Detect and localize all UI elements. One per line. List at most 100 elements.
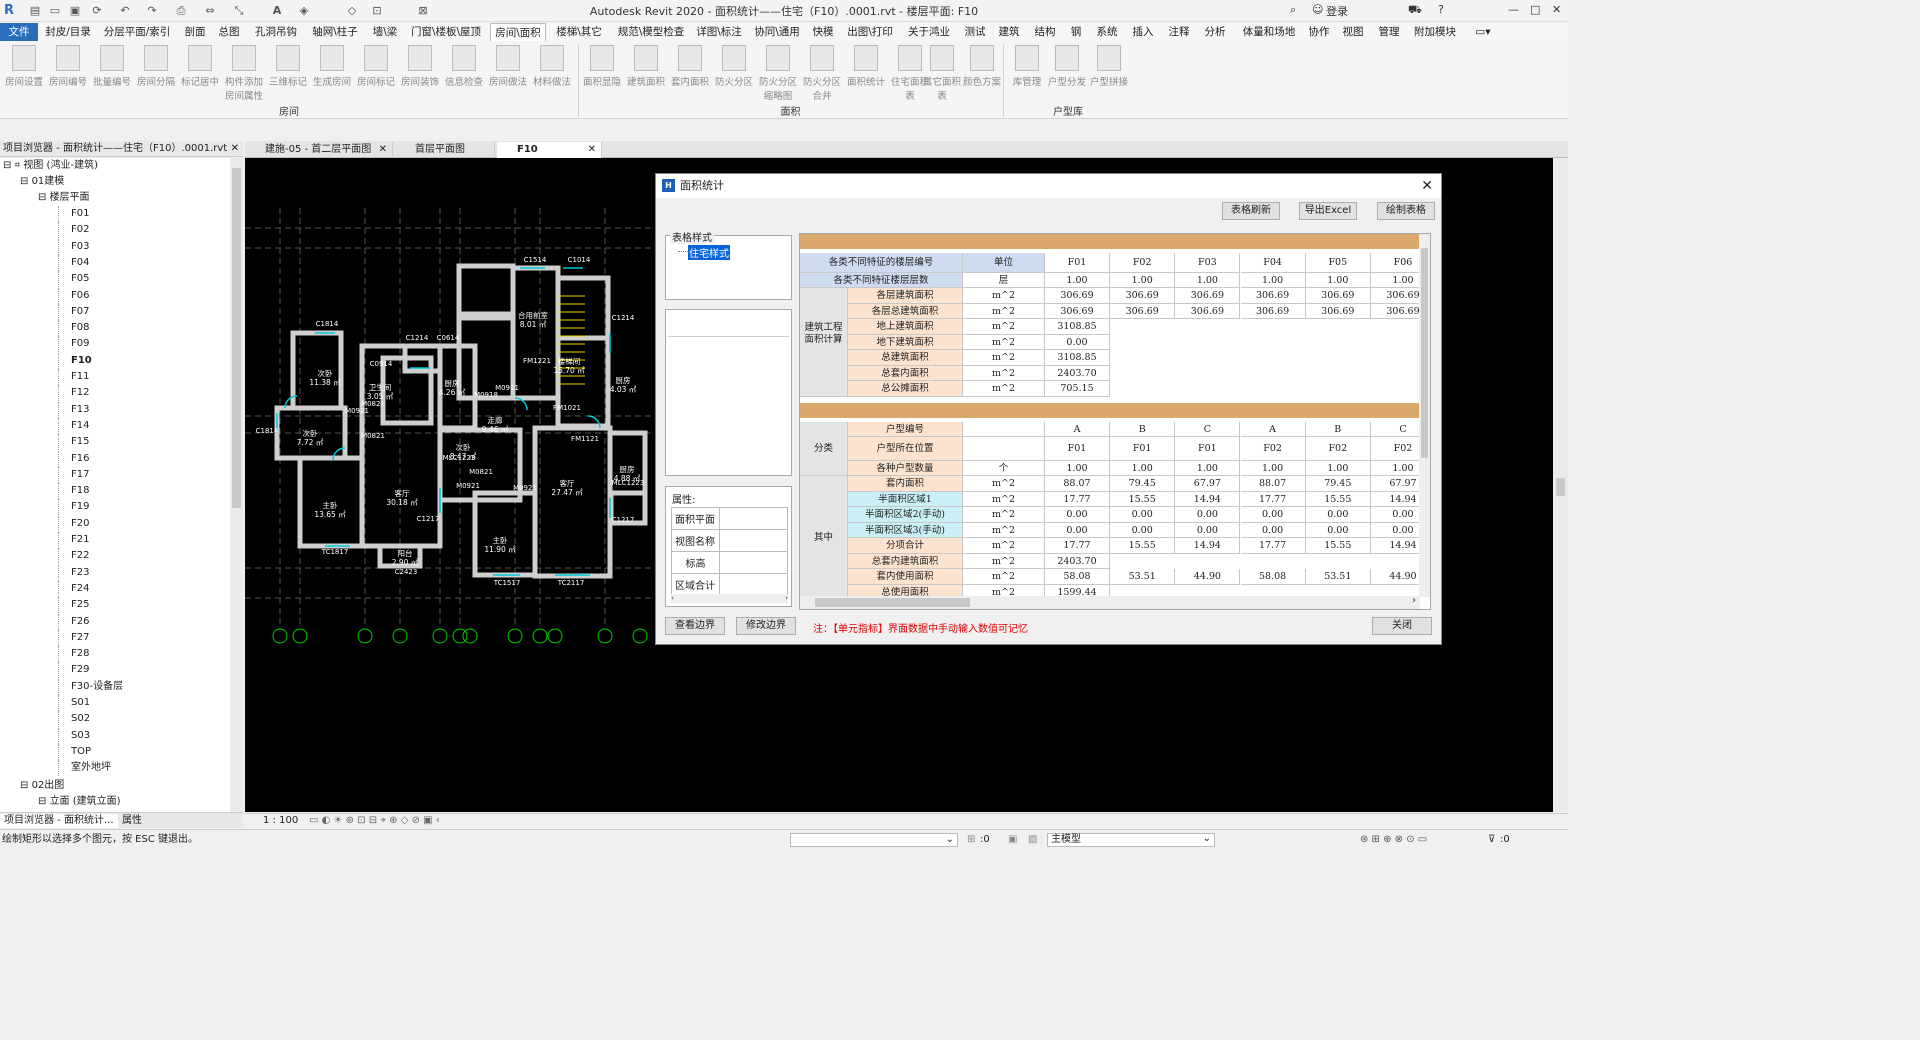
room-name-label[interactable]: 阳台 bbox=[398, 548, 413, 558]
table-value-cell[interactable]: 53.51 bbox=[1110, 569, 1176, 585]
table-value-cell[interactable]: 1.00 bbox=[1110, 273, 1176, 288]
tree-level-27[interactable]: F28 bbox=[58, 646, 89, 663]
table-value-cell[interactable]: 0.00 bbox=[1305, 507, 1371, 523]
room-button-9[interactable]: 房间装饰 bbox=[398, 43, 442, 101]
table-value-cell[interactable]: 0.00 bbox=[1240, 507, 1306, 523]
room-button-12[interactable]: 材料做法 bbox=[530, 43, 574, 101]
help-icon[interactable]: ? bbox=[1438, 3, 1444, 16]
attr-value[interactable] bbox=[719, 551, 788, 574]
table-value-cell[interactable]: 1.00 bbox=[1045, 460, 1110, 476]
opening-tag[interactable]: M0821 bbox=[361, 432, 385, 440]
login-label[interactable]: 登录 bbox=[1326, 5, 1348, 18]
menu-collab[interactable]: 协同\通用 bbox=[754, 26, 800, 38]
table-value-cell[interactable]: 14.94 bbox=[1371, 538, 1430, 554]
table-value-cell[interactable]: 306.69 bbox=[1110, 288, 1176, 304]
menu-manage[interactable]: 管理 bbox=[1378, 26, 1400, 38]
tree-level-25[interactable]: F26 bbox=[58, 613, 89, 630]
table-value-cell[interactable]: 306.69 bbox=[1240, 288, 1306, 304]
view-control-icons[interactable]: ▭ ◐ ☀ ⊛ ⊡ ⊟ ⌖ ⊕ ◇ ⊘ ▣ ‹ bbox=[309, 815, 440, 826]
scroll-right-icon[interactable]: › bbox=[1412, 595, 1416, 606]
table-value-cell[interactable]: 14.94 bbox=[1175, 538, 1241, 554]
menu-addins[interactable]: 附加模块 bbox=[1414, 26, 1456, 38]
tree-level-17[interactable]: F18 bbox=[58, 483, 89, 500]
table-value-cell[interactable]: 0.00 bbox=[1240, 522, 1306, 538]
menu-print[interactable]: 出图\打印 bbox=[847, 26, 893, 38]
tree-level-13[interactable]: F14 bbox=[58, 417, 89, 434]
menu-section[interactable]: 剖面 bbox=[184, 26, 206, 38]
table-value-cell[interactable]: 1.00 bbox=[1371, 461, 1430, 476]
design-options-icon[interactable]: ▣ bbox=[1008, 834, 1018, 845]
opening-tag[interactable]: C1014 bbox=[568, 256, 591, 264]
menu-massing[interactable]: 体量和场地 bbox=[1242, 26, 1296, 38]
draw-table-button[interactable]: 绘制表格 bbox=[1377, 202, 1435, 220]
opening-tag[interactable]: M0921 bbox=[456, 482, 480, 490]
table-value-cell[interactable]: 1.00 bbox=[1371, 273, 1430, 288]
room-button-4[interactable]: 标记居中 bbox=[178, 43, 222, 101]
table-value-cell[interactable]: 306.69 bbox=[1110, 303, 1176, 319]
grid-horizontal-scrollbar[interactable]: › bbox=[800, 595, 1420, 609]
tree-level-0[interactable]: F01 bbox=[58, 206, 89, 222]
menu-quickmodel[interactable]: 快模 bbox=[812, 26, 834, 38]
table-value-cell[interactable]: 306.69 bbox=[1175, 288, 1241, 304]
area-button-6[interactable]: 面积统计 bbox=[844, 43, 888, 101]
menu-file[interactable]: 文件 bbox=[0, 23, 38, 41]
menu-layer-plan[interactable]: 分层平面/索引 bbox=[103, 26, 171, 38]
tab-view-f10[interactable]: F10✕ bbox=[497, 142, 602, 158]
table-value-cell[interactable]: 17.77 bbox=[1045, 538, 1110, 554]
room-area-label[interactable]: 2.90 ㎡ bbox=[392, 558, 419, 567]
tree-level-4[interactable]: F05 bbox=[58, 271, 89, 288]
table-value-cell[interactable]: 14.94 bbox=[1175, 491, 1241, 507]
area-button-7[interactable]: 住宅面积表 bbox=[888, 43, 932, 102]
tree-floor-plans[interactable]: ⊟ 楼层平面 bbox=[38, 192, 90, 203]
area-button-9[interactable]: 颜色方案 bbox=[960, 43, 1004, 101]
table-value-cell[interactable]: 58.08 bbox=[1045, 569, 1110, 585]
table-value-cell[interactable]: 17.77 bbox=[1240, 538, 1306, 554]
attr-value[interactable] bbox=[719, 573, 788, 596]
close-icon[interactable]: ✕ bbox=[230, 143, 239, 154]
opening-tag[interactable]: MLC1223 bbox=[443, 454, 476, 462]
room-area-label[interactable]: 27.47 ㎡ bbox=[551, 488, 583, 497]
table-value-cell[interactable]: 14.94 bbox=[1371, 492, 1430, 507]
table-value-cell[interactable]: 17.77 bbox=[1240, 491, 1306, 507]
sync-icon[interactable]: ⟳ bbox=[92, 4, 102, 17]
tree-level-15[interactable]: F16 bbox=[58, 450, 89, 467]
tree-level-22[interactable]: F23 bbox=[58, 564, 89, 581]
room-name-label[interactable]: 楼梯间 bbox=[558, 356, 581, 366]
minimize-icon[interactable]: — bbox=[1508, 3, 1519, 16]
table-value-cell[interactable]: 1.00 bbox=[1305, 460, 1371, 476]
menu-systems[interactable]: 系统 bbox=[1096, 26, 1118, 38]
tree-level-34[interactable]: 室外地坪 bbox=[58, 760, 111, 777]
table-value-cell[interactable]: 0.00 bbox=[1305, 522, 1371, 538]
workset-dropdown[interactable]: ⌄ bbox=[790, 833, 958, 847]
opening-tag[interactable]: C0914 bbox=[370, 360, 393, 368]
ribbon-options-icon[interactable]: ▭▾ bbox=[1475, 26, 1491, 38]
redo-icon[interactable]: ↷ bbox=[147, 4, 157, 17]
table-value-cell[interactable]: 15.55 bbox=[1110, 491, 1176, 507]
table-value-cell[interactable]: 67.97 bbox=[1371, 476, 1430, 492]
opening-tag[interactable]: FM1121 bbox=[571, 435, 599, 443]
opening-tag[interactable]: M0921 bbox=[495, 384, 519, 392]
table-value-cell[interactable]: 15.55 bbox=[1305, 538, 1371, 554]
unit-button-0[interactable]: 库管理 bbox=[1005, 43, 1049, 101]
room-area-label[interactable]: 4.03 ㎡ bbox=[610, 385, 637, 394]
tree-level-31[interactable]: S02 bbox=[58, 711, 90, 728]
menu-stairs[interactable]: 楼梯\其它 bbox=[556, 26, 602, 38]
table-value-cell[interactable]: 306.69 bbox=[1371, 304, 1430, 319]
room-button-0[interactable]: 房间设置 bbox=[2, 43, 46, 101]
menu-detail[interactable]: 详图\标注 bbox=[696, 26, 742, 38]
table-value-cell[interactable]: 306.69 bbox=[1045, 303, 1110, 319]
table-value-cell[interactable]: 15.55 bbox=[1110, 538, 1176, 554]
opening-tag[interactable]: M0921 bbox=[513, 484, 537, 492]
menu-room-area[interactable]: 房间\面积 bbox=[490, 23, 546, 41]
area-button-8[interactable]: 其它面积表 bbox=[920, 43, 964, 102]
tree-level-11[interactable]: F12 bbox=[58, 385, 89, 402]
tab-view-section05[interactable]: 建施-05 - 首二层平面图✕ bbox=[245, 142, 393, 158]
area-button-1[interactable]: 建筑面积 bbox=[624, 43, 668, 101]
room-area-label[interactable]: 4.88 ㎡ bbox=[614, 474, 641, 483]
opening-tag[interactable]: TC1517 bbox=[493, 579, 521, 587]
tree-level-32[interactable]: S03 bbox=[58, 727, 90, 744]
editable-icon[interactable]: ⊞ bbox=[967, 834, 976, 845]
opening-tag[interactable]: FM1021 bbox=[553, 404, 581, 412]
opening-tag[interactable]: M0821 bbox=[469, 468, 493, 476]
table-value-cell[interactable]: 306.69 bbox=[1240, 303, 1306, 319]
